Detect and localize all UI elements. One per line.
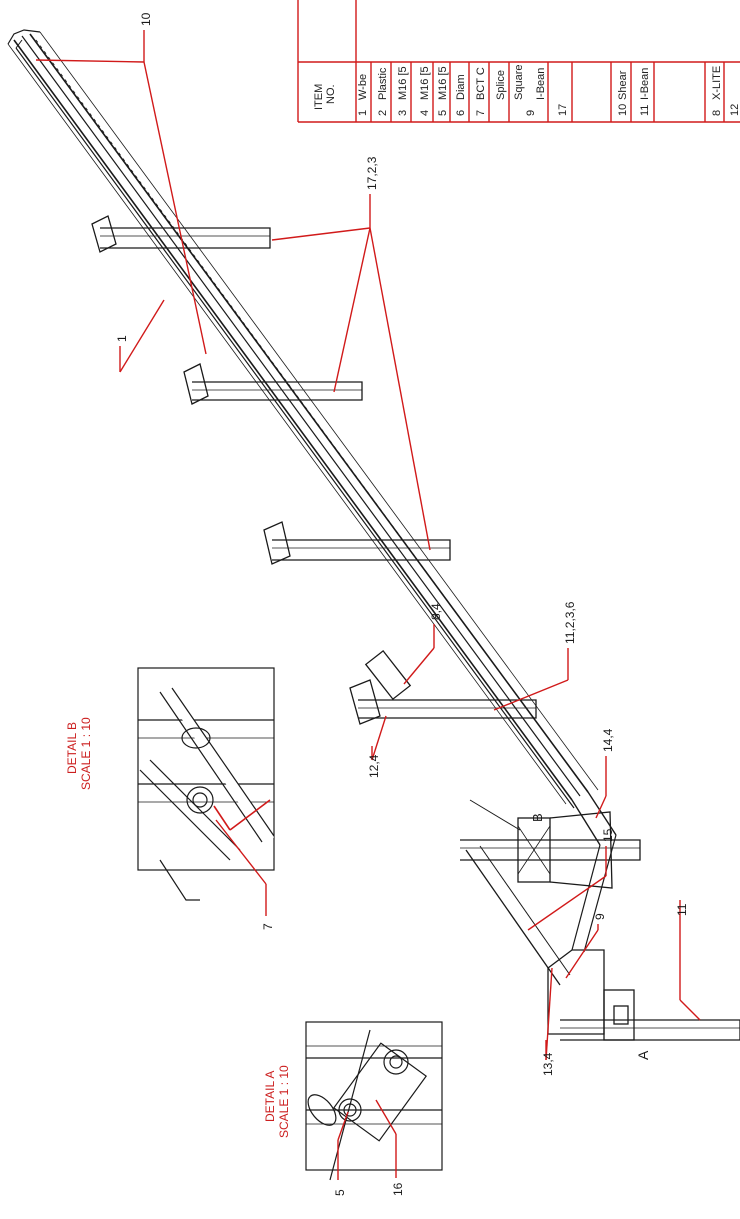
view-marker-b: B [530,813,545,822]
bom-row-desc: X-LITE [711,66,723,100]
detail-a-scale: SCALE 1 : 10 [277,1065,291,1138]
callout-label: 12,4 [367,754,381,778]
bom-row-desc: W-be [357,74,369,100]
bom-row-desc: M16 [5 [419,66,431,100]
callout-label: 14,4 [601,728,615,752]
callout-label: 17,2,3 [365,156,379,190]
callout-label: 15 [601,828,615,842]
bom-row-no: 9 [525,110,537,116]
detail-b-scale: SCALE 1 : 10 [79,717,93,790]
bom-row-desc: I-Bean [639,68,651,100]
bom-row-no: 2 [377,110,389,116]
bom-header-no: NO. [325,84,337,104]
leader-lines [35,30,701,1180]
detail-b-title: DETAIL B [65,722,79,774]
bom-rows: 1 W-be 2 Plastic 3 M16 [5 4 M16 [5 5 M16… [357,65,740,116]
bom-row-desc: M16 [5 [437,66,449,100]
guardrail-beam [7,29,617,846]
post [183,363,363,405]
bom-header: ITEM NO. [313,84,337,110]
callout-label: 9 [593,913,607,920]
bom-row-no: 3 [397,110,409,116]
bom-row-desc: I-Bean [535,68,547,100]
detail-b-view [137,667,275,901]
bom-row-no: 12 [729,104,740,116]
callout-label: 13,4 [541,1052,555,1076]
callout-label: 11 [675,903,689,916]
strut [465,849,561,986]
detail-a-title: DETAIL A [263,1071,277,1122]
post [91,215,271,253]
callout-label: 11,2,3,6 [563,601,577,644]
bom-row-no: 17 [557,104,569,116]
bom-row-no: 7 [475,110,487,116]
bom-row-desc: Plastic [377,67,389,100]
bom-row-no: 6 [455,110,467,116]
terminal-end [547,834,635,1041]
bom-row-no: 10 [617,104,629,116]
bom-row-no: 1 [357,110,369,116]
callout-label: 5 [333,1189,347,1196]
bom-row-no: 11 [639,105,651,116]
detail-a-view [305,1021,443,1181]
view-marker-a: A [635,1050,651,1060]
callout-label: 7 [261,923,275,930]
callout-label: 16 [391,1182,405,1196]
bom-row-desc: Diam [455,74,467,100]
bom-row-desc: Shear [617,70,629,100]
callouts: 10 17,2,3 1 8,4 11,2,3,6 12,4 14,4 15 9 … [115,12,689,1196]
detail-titles: DETAIL B SCALE 1 : 10 DETAIL A SCALE 1 :… [65,717,291,1138]
post [560,1019,740,1041]
post [460,811,641,889]
bom-table [297,0,740,123]
post [349,649,537,725]
callout-label: 10 [139,12,153,26]
bom-row-desc: Splice [495,70,507,100]
callout-label: 1 [115,335,129,342]
bom-row-no: 5 [437,110,449,116]
bom-header-item: ITEM [313,84,325,110]
bom-row-no: 8 [711,110,723,116]
bom-row-no: 4 [419,110,431,116]
callout-label: 8,4 [429,603,443,620]
bom-row-desc: BCT C [475,67,487,100]
bom-row-desc: M16 [5 [397,66,409,100]
posts [91,215,740,1041]
post [263,521,451,565]
bom-row-desc: Square [513,65,525,100]
